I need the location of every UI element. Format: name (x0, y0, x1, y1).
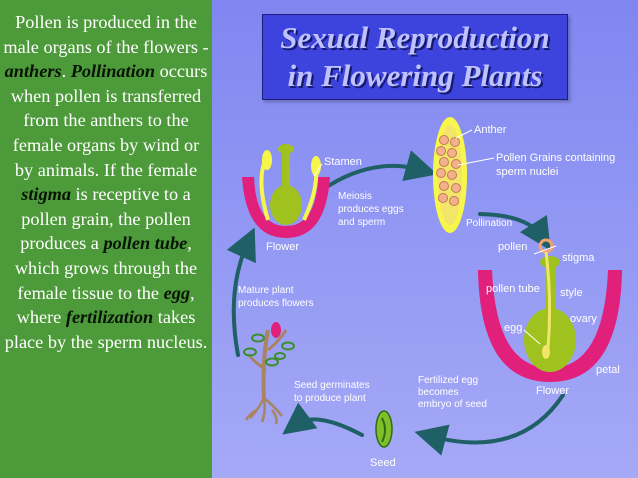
flower-left-illustration (242, 144, 330, 238)
description-text: . (61, 61, 71, 82)
label-mature-1: Mature plant (238, 285, 294, 296)
plant-roots (244, 397, 283, 425)
flower-bud (271, 322, 281, 338)
term-pollen-tube: pollen tube (103, 233, 188, 254)
description-text: , which grows through the female tissue … (14, 233, 198, 303)
label-stigma: stigma (562, 252, 595, 264)
cycle-arrows (226, 150, 565, 456)
title-line-2: in Flowering Plants (287, 58, 543, 93)
term-egg: egg (163, 282, 191, 303)
pollen-tube-right (544, 251, 552, 349)
label-pollen: pollen (498, 241, 527, 253)
term-stigma: stigma (21, 184, 71, 205)
term-pollination: Pollination (70, 61, 156, 82)
term-fertilization: fertilization (65, 307, 154, 328)
arrow-seed-to-plant (282, 402, 364, 437)
petal-right-flower (478, 270, 622, 382)
label-fert-1: Fertilized egg (418, 375, 478, 386)
label-seed: Seed (370, 457, 396, 469)
pollen-grain-right (538, 238, 554, 254)
arrow-plant-to-flower (226, 227, 256, 357)
label-pollen-grains-1: Pollen Grains containing (496, 152, 615, 164)
pollen-grains (436, 135, 461, 206)
label-fert-3: embryo of seed (418, 399, 487, 410)
arrow-flower-to-seed (414, 393, 565, 456)
label-meiosis-2: produces eggs (338, 204, 404, 215)
label-seed-germ-1: Seed germinates (294, 380, 370, 391)
description-text: Pollen is produced in the male organs of… (3, 12, 209, 57)
label-fert-2: becomes (418, 387, 459, 398)
petal-left-flower (242, 177, 330, 238)
description-panel: Pollen is produced in the male organs of… (0, 0, 212, 478)
leaf (243, 347, 257, 357)
label-pollen-grains-2: sperm nuclei (496, 166, 558, 178)
description-text: , where (16, 282, 195, 328)
term-anthers: anthers (4, 61, 62, 82)
label-egg: egg (504, 322, 522, 334)
label-flower-right: Flower (536, 385, 569, 397)
anther-left (262, 150, 272, 170)
leaf (274, 352, 286, 360)
mature-plant-illustration (243, 322, 295, 425)
title-line-1: Sexual Reproduction (280, 20, 550, 55)
label-mature-2: produces flowers (238, 298, 314, 309)
leaf (251, 333, 265, 343)
seed-illustration (375, 410, 393, 448)
flower-right-illustration (478, 238, 622, 382)
plant-stem (261, 329, 270, 401)
label-stamen: Stamen (324, 156, 362, 168)
label-meiosis-1: Meiosis (338, 191, 372, 202)
label-pollen-tube: pollen tube (486, 283, 540, 295)
arrow-stamen-to-anther (320, 150, 438, 192)
label-petal: petal (596, 364, 620, 376)
label-anther: Anther (474, 124, 507, 136)
label-ovary: ovary (570, 313, 597, 325)
leaf (281, 341, 295, 351)
anther-illustration (433, 117, 495, 233)
label-style: style (560, 287, 583, 299)
stigma-right (540, 256, 560, 268)
description-text: is receptive to a pollen grain, the poll… (20, 184, 191, 254)
label-flower-left: Flower (266, 241, 299, 253)
title-box: Sexual Reproduction in Flowering Plants (262, 14, 568, 100)
pistil-stigma (278, 144, 294, 154)
arrow-anther-to-flower (478, 212, 551, 251)
label-pollination: Pollination (466, 218, 512, 229)
description-text: occurs when pollen is transferred from t… (10, 61, 208, 180)
label-seed-germ-2: to produce plant (294, 393, 366, 404)
pistil-ovary (270, 185, 302, 225)
description-text: takes place by the sperm nucleus. (4, 307, 208, 352)
leaf (265, 357, 279, 367)
pistil-style (282, 150, 290, 190)
anther-right (311, 156, 321, 176)
egg-right (542, 345, 550, 359)
label-meiosis-3: and sperm (338, 217, 385, 228)
